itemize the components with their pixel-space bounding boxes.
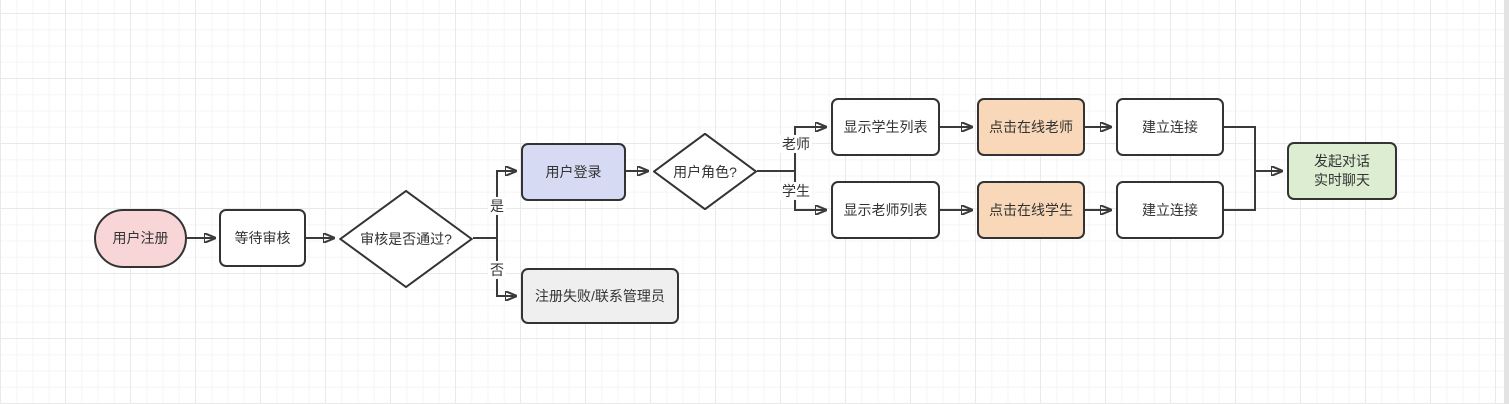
node-decision-role[interactable]: 用户角色? (653, 133, 757, 210)
decision-review-label: 审核是否通过? (360, 231, 452, 247)
node-register[interactable]: 用户注册 (94, 209, 187, 268)
node-click-teacher[interactable]: 点击在线老师 (977, 98, 1085, 156)
edge-label-student[interactable]: 学生 (780, 181, 812, 201)
diamond-shape (653, 133, 757, 210)
node-wait-review[interactable]: 等待审核 (219, 209, 306, 267)
edge-label-teacher[interactable]: 老师 (780, 134, 812, 154)
node-student-list[interactable]: 显示学生列表 (831, 98, 940, 156)
node-click-student[interactable]: 点击在线学生 (977, 181, 1085, 239)
node-chat[interactable]: 发起对话 实时聊天 (1287, 142, 1397, 200)
node-connect-bottom[interactable]: 建立连接 (1116, 181, 1224, 239)
node-connect-top[interactable]: 建立连接 (1116, 98, 1224, 156)
node-login[interactable]: 用户登录 (521, 143, 626, 201)
edge-conn-bottom-merge (1224, 171, 1256, 211)
node-fail[interactable]: 注册失败/联系管理员 (521, 268, 679, 324)
vertical-scrollbar[interactable] (1504, 0, 1509, 404)
node-teacher-list[interactable]: 显示老师列表 (831, 181, 940, 239)
diamond-shape (339, 190, 473, 288)
edge-conn-top-merge (1224, 126, 1256, 171)
edge-label-no[interactable]: 否 (488, 260, 506, 280)
decision-role-label: 用户角色? (673, 163, 737, 180)
node-decision-review[interactable]: 审核是否通过? (339, 190, 473, 288)
edge-label-yes[interactable]: 是 (488, 196, 506, 216)
